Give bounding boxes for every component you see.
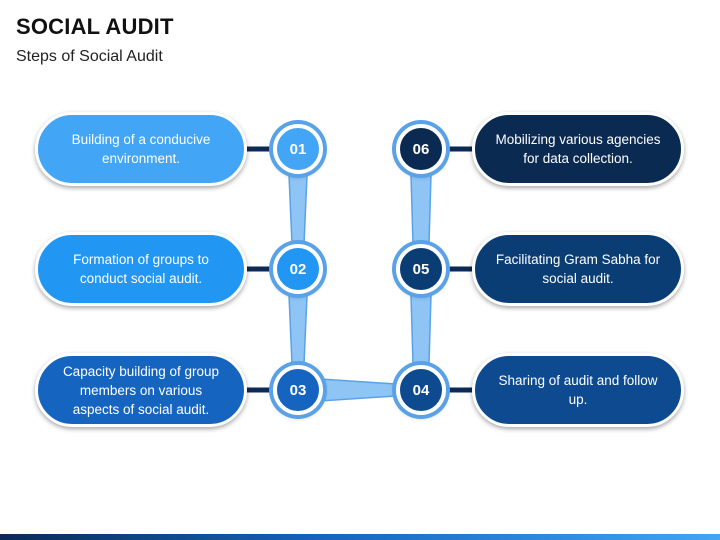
connector-05-06 [410, 174, 432, 245]
step-05-text: Facilitating Gram Sabha for social audit… [495, 252, 661, 286]
step-01-number: 01 [273, 124, 323, 174]
step-01-text: Building of a conducive environment. [71, 132, 211, 166]
connector-03-04 [319, 378, 397, 402]
step-06-text: Mobilizing various agencies for data col… [495, 132, 661, 166]
bottom-accent-bar [0, 534, 720, 540]
step-04-box: Sharing of audit and follow up. [472, 353, 684, 427]
connector-01-02 [288, 174, 308, 245]
step-06-number: 06 [396, 124, 446, 174]
connector-04-05 [410, 294, 432, 365]
connector-02-03 [288, 294, 308, 365]
step-03-box: Capacity building of group members on va… [35, 353, 247, 427]
step-02-number: 02 [273, 244, 323, 294]
page-title: SOCIAL AUDIT [16, 14, 174, 39]
step-04-text: Sharing of audit and follow up. [498, 373, 658, 407]
step-05-box: Facilitating Gram Sabha for social audit… [472, 232, 684, 306]
step-04-number: 04 [396, 365, 446, 415]
step-03-text: Capacity building of group members on va… [62, 363, 220, 417]
page-subtitle: Steps of Social Audit [16, 48, 163, 65]
step-02-box: Formation of groups to conduct social au… [35, 232, 247, 306]
step-05-number: 05 [396, 244, 446, 294]
step-06-box: Mobilizing various agencies for data col… [472, 112, 684, 186]
step-02-text: Formation of groups to conduct social au… [73, 252, 209, 286]
step-01-box: Building of a conducive environment. [35, 112, 247, 186]
step-03-number: 03 [273, 365, 323, 415]
